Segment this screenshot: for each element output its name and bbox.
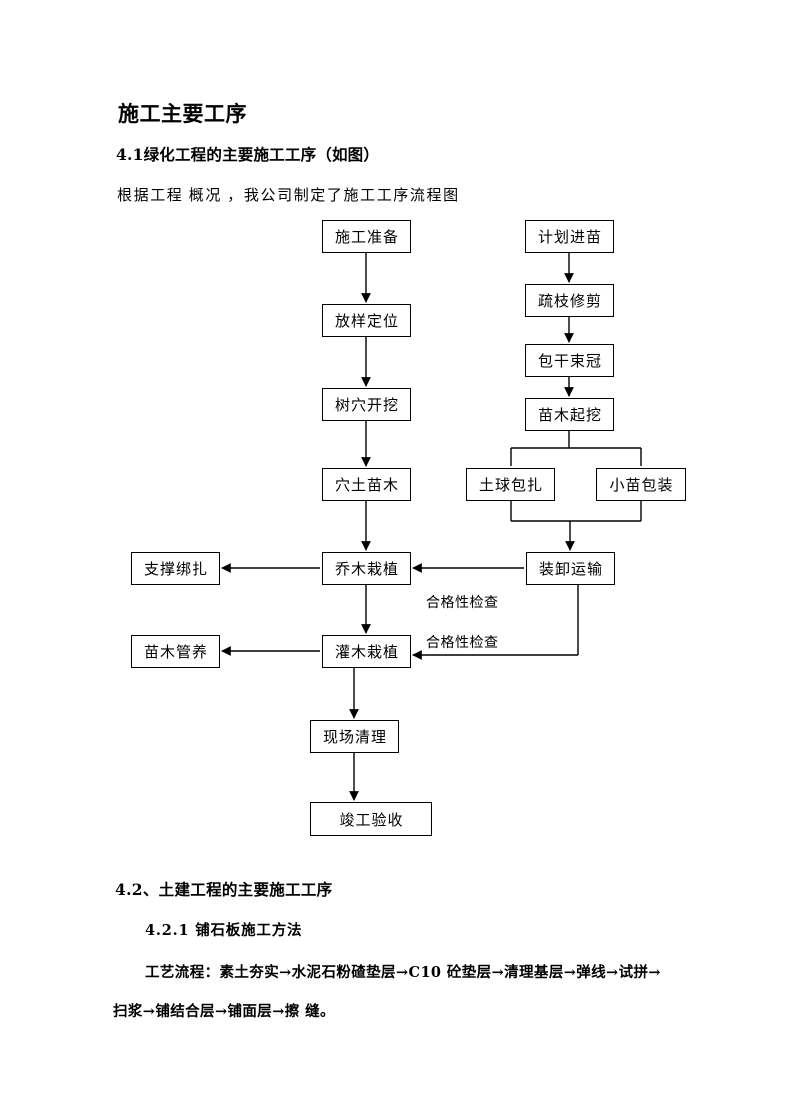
heading-4-1: 4.1绿化工程的主要施工工序（如图） — [116, 145, 380, 164]
lbl-hegexing-jiancha-1: 合格性检查 — [426, 595, 499, 611]
n-tuqiu-baozha: 土球包扎 — [466, 468, 555, 501]
n-xuetu-miaomu: 穴土苗木 — [322, 468, 411, 501]
n-miaomu-guanyang: 苗木管养 — [131, 635, 220, 668]
page-title: 施工主要工序 — [118, 101, 247, 126]
intro-paragraph: 根据工程 概况 ，我公司制定了施工工序流程图 — [117, 188, 460, 204]
heading-4-2: 4.2、土建工程的主要施工工序 — [115, 880, 333, 899]
n-miaomu-qiwa: 苗木起挖 — [525, 398, 614, 431]
n-baogan-shuguan: 包干束冠 — [525, 344, 614, 377]
n-fangyang-dingwei: 放样定位 — [322, 304, 411, 337]
n-xianchang-qingli: 现场清理 — [310, 720, 399, 753]
n-shigong-zhunbei: 施工准备 — [322, 220, 411, 253]
heading-4-2-1: 4.2.1 铺石板施工方法 — [145, 922, 303, 939]
n-xiaomiao-baozhuang: 小苗包装 — [596, 468, 686, 501]
n-zhuangxie-yunshu: 装卸运输 — [526, 552, 615, 585]
n-zhicheng-bangzha: 支撑绑扎 — [131, 552, 220, 585]
n-shuxue-kaiwa: 树穴开挖 — [322, 388, 411, 421]
n-guanmu-zaizhi: 灌木栽植 — [322, 635, 411, 668]
process-flow-line-1: 工艺流程：素土夯实→水泥石粉碴垫层→C10 砼垫层→清理基层→弹线→试拼→ — [145, 964, 661, 981]
n-jungong-yanshou: 竣工验收 — [310, 802, 432, 836]
n-qiaomu-zaizhi: 乔木栽植 — [322, 552, 411, 585]
n-jihua-jinmiao: 计划进苗 — [525, 220, 614, 253]
n-shuzhi-xiujian: 疏枝修剪 — [525, 284, 614, 317]
lbl-hegexing-jiancha-2: 合格性检查 — [426, 635, 499, 651]
process-flow-line-2: 扫浆→铺结合层→铺面层→擦 缝。 — [113, 1003, 335, 1020]
